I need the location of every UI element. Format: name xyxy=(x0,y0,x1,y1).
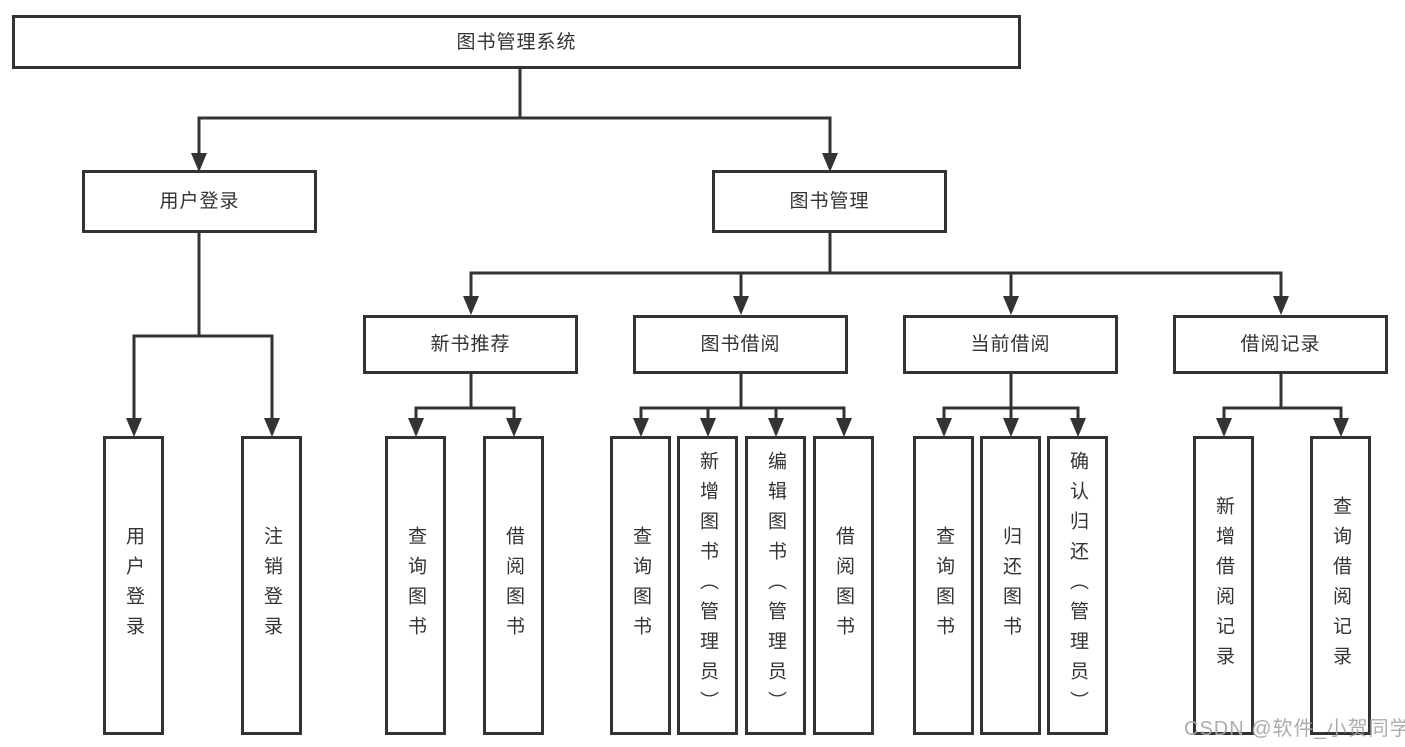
node-new-book-recommendation: 新书推荐 xyxy=(363,315,578,374)
connector-paths xyxy=(132,67,1343,422)
node-current-borrowing: 当前借阅 xyxy=(903,315,1118,374)
leaf-query-books-recommend: 查询图书 xyxy=(385,436,446,735)
leaf-user-login: 用户登录 xyxy=(103,436,164,735)
leaf-query-books-borrowing: 查询图书 xyxy=(610,436,671,735)
node-book-management: 图书管理 xyxy=(712,170,947,233)
arrowheads xyxy=(126,153,1349,437)
leaf-logout-login: 注销登录 xyxy=(241,436,302,735)
node-borrowing-records: 借阅记录 xyxy=(1173,315,1388,374)
leaf-add-book-admin: 新增图书（管理员） xyxy=(677,436,738,735)
leaf-add-borrow-record: 新增借阅记录 xyxy=(1193,436,1254,735)
csdn-watermark: CSDN @软件_小贺同学 xyxy=(1184,718,1405,740)
leaf-query-books-current: 查询图书 xyxy=(913,436,974,735)
node-user-login: 用户登录 xyxy=(82,170,317,233)
leaf-borrow-books-recommend: 借阅图书 xyxy=(483,436,544,735)
leaf-borrow-books-borrowing: 借阅图书 xyxy=(813,436,874,735)
node-library-system: 图书管理系统 xyxy=(12,15,1021,69)
leaf-confirm-return-admin: 确认归还（管理员） xyxy=(1047,436,1108,735)
leaf-edit-book-admin: 编辑图书（管理员） xyxy=(745,436,806,735)
leaf-return-books: 归还图书 xyxy=(980,436,1041,735)
leaf-query-borrow-record: 查询借阅记录 xyxy=(1310,436,1371,735)
node-book-borrowing: 图书借阅 xyxy=(633,315,848,374)
